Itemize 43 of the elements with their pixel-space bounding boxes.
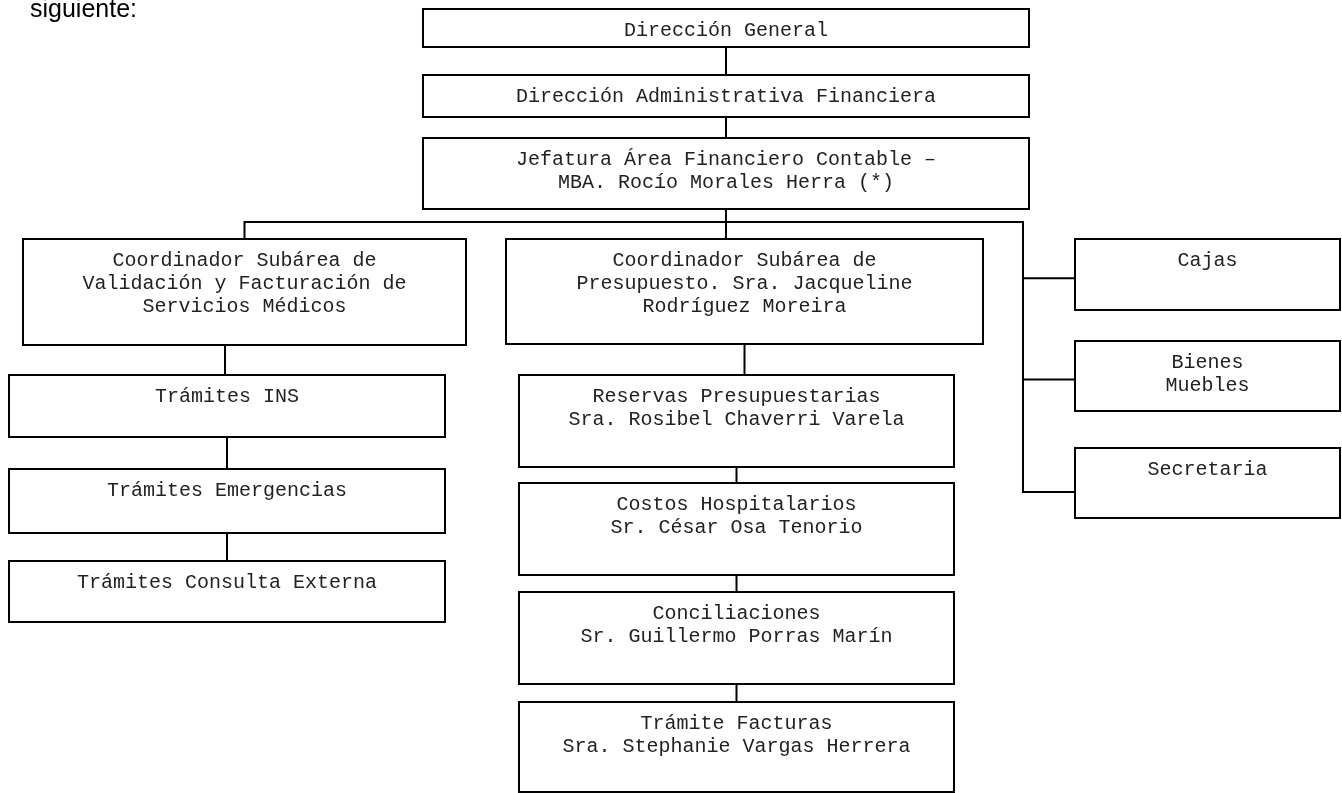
connector-line bbox=[226, 437, 228, 469]
org-box bbox=[1074, 238, 1341, 311]
box-text: Trámites INS bbox=[154, 385, 300, 408]
connector-line bbox=[735, 684, 738, 702]
box-text: Sra. Rosibel Chaverri Varela bbox=[567, 408, 906, 431]
org-box bbox=[518, 591, 955, 685]
connector-line bbox=[735, 575, 738, 592]
org-box bbox=[422, 74, 1030, 118]
box-text: Dirección General bbox=[622, 19, 829, 42]
connector-line bbox=[725, 117, 727, 138]
box-text: Sr. Guillermo Porras Marín bbox=[579, 625, 894, 648]
org-box bbox=[518, 374, 955, 468]
org-box bbox=[422, 137, 1030, 210]
connector-line bbox=[224, 345, 226, 375]
box-text: Conciliaciones bbox=[651, 602, 822, 625]
box-text: Trámites Consulta Externa bbox=[75, 571, 379, 594]
box-text: Sr. César Osa Tenorio bbox=[609, 516, 864, 539]
box-text: Cajas bbox=[1176, 249, 1239, 272]
org-box bbox=[1074, 340, 1341, 412]
box-text: Reservas Presupuestarias bbox=[591, 385, 882, 408]
box-text: Secretaria bbox=[1146, 458, 1269, 481]
box-text: Sra. Stephanie Vargas Herrera bbox=[561, 735, 912, 758]
org-box bbox=[505, 238, 984, 345]
box-text: Bienes Muebles bbox=[1164, 351, 1251, 397]
box-text: Trámites Emergencias bbox=[105, 479, 348, 502]
box-text: Dirección Administrativa Financiera bbox=[514, 85, 938, 108]
org-box bbox=[22, 238, 467, 346]
box-text: Trámite Facturas bbox=[639, 712, 834, 735]
org-box bbox=[518, 482, 955, 576]
box-text: Coordinador Subárea de Validación y Facturación de Servicios Médicos bbox=[81, 249, 408, 318]
box-text: Costos Hospitalarios bbox=[615, 493, 858, 516]
org-box bbox=[422, 8, 1030, 48]
org-box bbox=[1074, 447, 1341, 519]
org-box bbox=[8, 468, 446, 534]
connector-line bbox=[735, 467, 738, 483]
org-box bbox=[8, 560, 446, 623]
box-text: Jefatura Área Financiero Contable – MBA. Rocío Morales Herra (*) bbox=[514, 148, 938, 194]
org-box bbox=[518, 701, 955, 793]
connector-line bbox=[725, 47, 727, 75]
box-text: Coordinador Subárea de Presupuesto. Sra. Jacqueline Rodríguez Moreira bbox=[575, 249, 914, 318]
connector-line bbox=[743, 344, 746, 375]
connector-line bbox=[226, 533, 228, 561]
org-box bbox=[8, 374, 446, 438]
